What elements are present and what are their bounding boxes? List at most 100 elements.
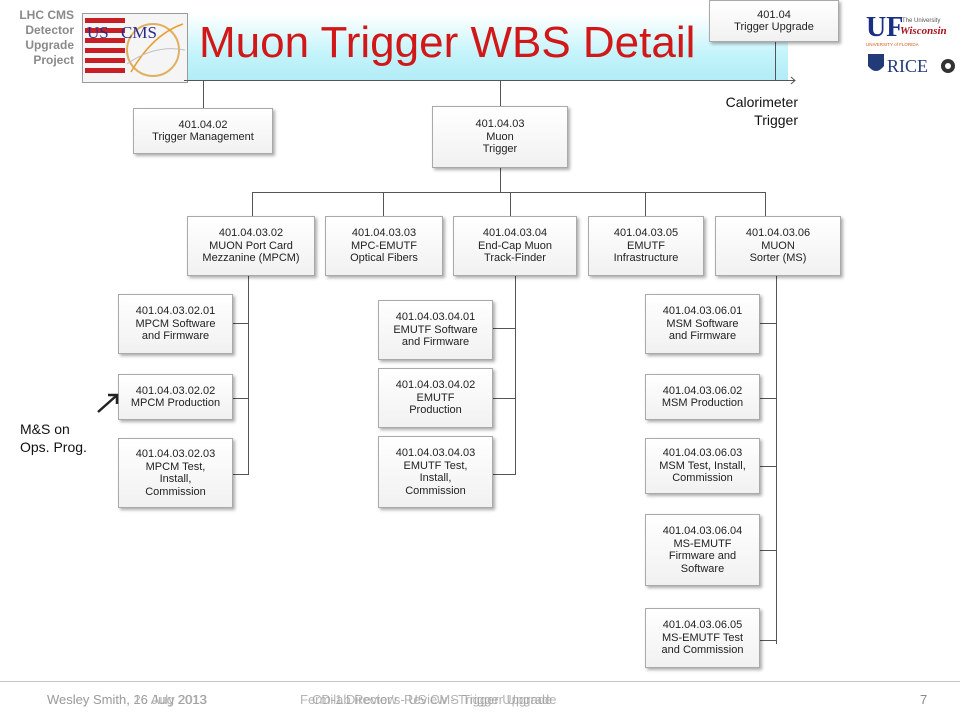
wbs-box-ms-emutf-test: 401.04.03.06.05 MS-EMUTF Test and Commis… <box>645 608 760 668</box>
wbs-title: and Commission <box>661 644 744 657</box>
project-label-line: LHC CMS <box>19 8 74 22</box>
wbs-title: and Firmware <box>141 330 210 343</box>
connector <box>500 80 501 106</box>
project-label-line: Upgrade <box>25 38 74 52</box>
project-label-line: Detector <box>25 23 74 37</box>
wbs-title: MPC-EMUTF <box>350 239 417 252</box>
us-cms-flag-icon: US CMS <box>83 14 187 82</box>
wbs-number: 401.04.03.06.02 <box>662 384 743 397</box>
wbs-title: Trigger Upgrade <box>734 21 814 33</box>
wbs-number: 401.04.03.06.03 <box>662 447 743 460</box>
wbs-box-emutf-production: 401.04.03.04.02 EMUTF Production <box>378 368 493 428</box>
connector <box>760 466 777 467</box>
wbs-number: 401.04.03.02 <box>218 227 284 240</box>
wbs-box-trigger-management: 401.04.02 Trigger Management <box>133 108 273 154</box>
wbs-title: EMUTF Software <box>393 323 478 336</box>
wbs-number: 401.04.03.02.03 <box>135 448 216 460</box>
wisc-sub-text: The University <box>902 18 940 24</box>
wbs-number: 401.04.03.06 <box>745 227 811 240</box>
connector <box>233 398 249 399</box>
wbs-title: Trigger <box>482 143 518 156</box>
annotation-line: Calorimeter <box>725 94 798 110</box>
connector <box>493 328 516 329</box>
connector <box>645 192 646 216</box>
wbs-box-emutf-infrastructure: 401.04.03.05 EMUTF Infrastructure <box>588 216 704 276</box>
connector <box>760 398 777 399</box>
wbs-box-mpcm-software: 401.04.03.02.01 MPCM Software and Firmwa… <box>118 294 233 354</box>
connector <box>383 192 384 216</box>
logo-cms-text: CMS <box>121 23 157 42</box>
rice-logo-icon: RICE <box>887 56 928 76</box>
footer-divider <box>0 681 960 682</box>
university-logos: UF The University Wisconsin UNIVERSITY o… <box>862 6 960 86</box>
project-label: LHC CMS Detector Upgrade Project <box>0 8 74 68</box>
logo-us-text: US <box>87 23 109 42</box>
calorimeter-trigger-label: Calorimeter Trigger <box>680 93 798 129</box>
wbs-title: Firmware and <box>668 550 737 562</box>
connector <box>248 276 249 474</box>
uf-sub-text: UNIVERSITY of FLORIDA <box>866 42 919 47</box>
us-cms-logo: US CMS <box>82 13 188 83</box>
wbs-box-trigger-upgrade: 401.04 Trigger Upgrade <box>709 0 839 42</box>
connector <box>493 398 516 399</box>
title-banner <box>188 14 788 80</box>
wbs-box-msm-test: 401.04.03.06.03 MSM Test, Install, Commi… <box>645 438 760 494</box>
connector <box>203 80 204 108</box>
wbs-number: 401.04.03.06.01 <box>662 305 743 318</box>
slide-title: Muon Trigger WBS Detail <box>199 18 696 67</box>
wbs-title: Commission <box>405 484 466 497</box>
wbs-number: 401.04.03.06.04 <box>662 525 743 537</box>
wbs-title: Infrastructure <box>613 252 679 265</box>
wbs-title: MS-EMUTF <box>673 537 732 550</box>
wbs-title: EMUTF <box>627 239 665 252</box>
wbs-title: and Firmware <box>401 336 470 349</box>
footer-author-date: Wesley Smith, 26 Aug 2013 <box>47 692 207 707</box>
connector <box>252 192 766 193</box>
wbs-title: Install, <box>419 472 452 484</box>
top-connector <box>184 80 790 81</box>
wbs-box-muon-trigger: 401.04.03 Muon Trigger <box>432 106 568 168</box>
wbs-number: 401.04 <box>757 8 791 21</box>
wbs-title: Mezzanine (MPCM) <box>202 252 300 265</box>
wbs-number: 401.04.03 <box>475 118 525 131</box>
wbs-title: Muon <box>486 130 514 143</box>
project-label-line: Project <box>33 53 74 67</box>
connector <box>500 168 501 192</box>
top-connector <box>775 40 776 80</box>
wbs-number: 401.04.03.04.03 <box>395 447 476 459</box>
wbs-title: Track-Finder <box>484 252 546 265</box>
wisconsin-logo-icon: Wisconsin <box>900 25 947 37</box>
footer-meeting: CD-1 Director's Review - Trigger Upgrade <box>312 692 553 707</box>
ms-ops-label: M&S on Ops. Prog. <box>20 420 87 456</box>
wbs-title: Sorter (MS) <box>749 252 807 265</box>
wbs-number: 401.04.03.04.02 <box>395 379 476 392</box>
connector <box>233 474 249 475</box>
wbs-box-track-finder: 401.04.03.04 End-Cap Muon Track-Finder <box>453 216 577 276</box>
wbs-title: MSM Software <box>666 317 739 330</box>
arrow-up-right-icon <box>97 393 119 413</box>
connector <box>760 550 777 551</box>
wbs-box-optical-fibers: 401.04.03.03 MPC-EMUTF Optical Fibers <box>325 216 443 276</box>
connector <box>760 640 777 641</box>
connector <box>515 276 516 474</box>
footer-meeting: Fermilab Review - US CMS Trigger Upgrade <box>300 692 557 707</box>
wbs-number: 401.04.03.04.01 <box>395 311 476 324</box>
wbs-title: Optical Fibers <box>350 252 418 265</box>
wbs-title: MSM Production <box>661 397 744 409</box>
wbs-number: 401.04.03.03 <box>351 227 417 240</box>
wbs-number: 401.04.03.02.02 <box>135 384 216 397</box>
wbs-title: MUON <box>761 239 795 252</box>
wbs-number: 401.04.02 <box>178 118 228 131</box>
wbs-box-mpcm: 401.04.03.02 MUON Port Card Mezzanine (M… <box>187 216 315 276</box>
wbs-box-ms-emutf-firmware: 401.04.03.06.04 MS-EMUTF Firmware and So… <box>645 514 760 586</box>
wbs-title: Software <box>680 562 725 575</box>
connector <box>510 192 511 216</box>
connector <box>776 276 777 644</box>
wbs-title: EMUTF Test, <box>403 459 468 472</box>
wbs-title: EMUTF <box>416 391 455 404</box>
connector <box>252 192 253 216</box>
footer-author-date: Wesley Smith, 16 July 2013 <box>47 692 208 707</box>
wbs-number: 401.04.03.06.05 <box>662 619 743 632</box>
wbs-box-emutf-test: 401.04.03.04.03 EMUTF Test, Install, Com… <box>378 436 493 508</box>
wbs-title: MS-EMUTF Test <box>661 631 744 644</box>
